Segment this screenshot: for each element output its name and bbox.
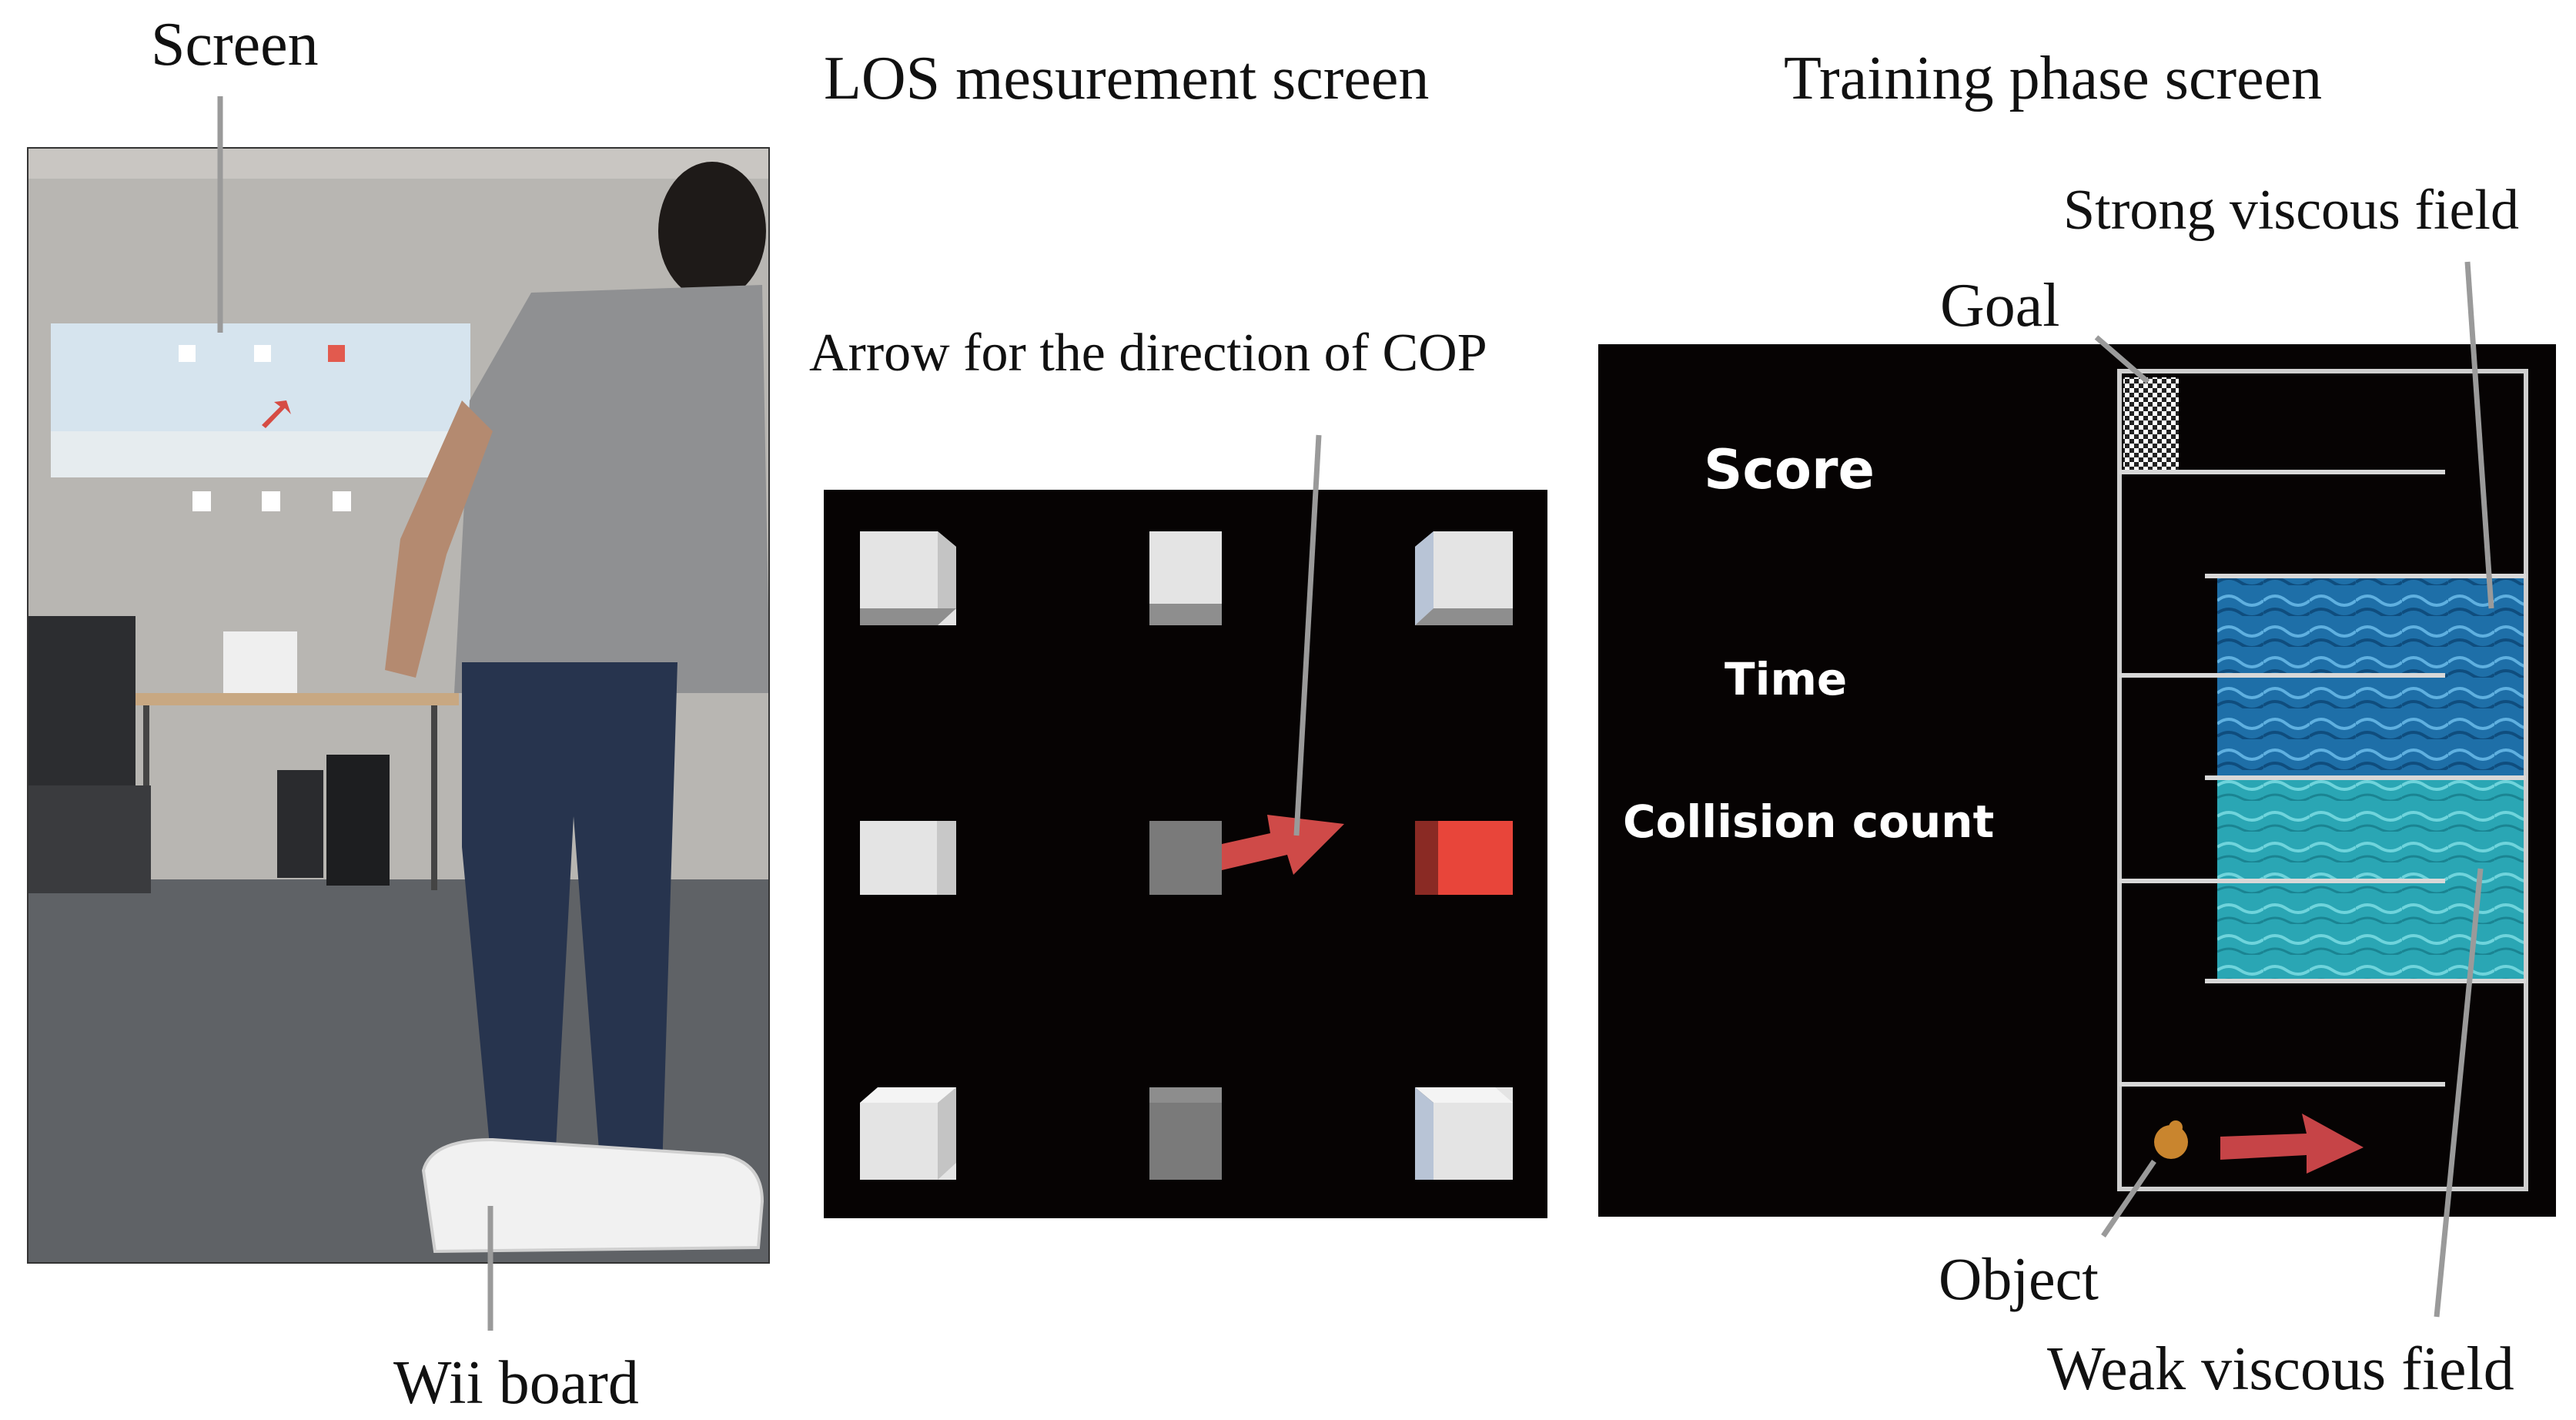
- collision-count-label: Collision count: [1623, 799, 1994, 844]
- score-label: Score: [1704, 443, 1875, 497]
- goal-square: [2123, 377, 2179, 470]
- weak-field-label: Weak viscous field: [2047, 1338, 2514, 1400]
- object-label: Object: [1939, 1249, 2099, 1309]
- time-label: Time: [1725, 657, 1847, 702]
